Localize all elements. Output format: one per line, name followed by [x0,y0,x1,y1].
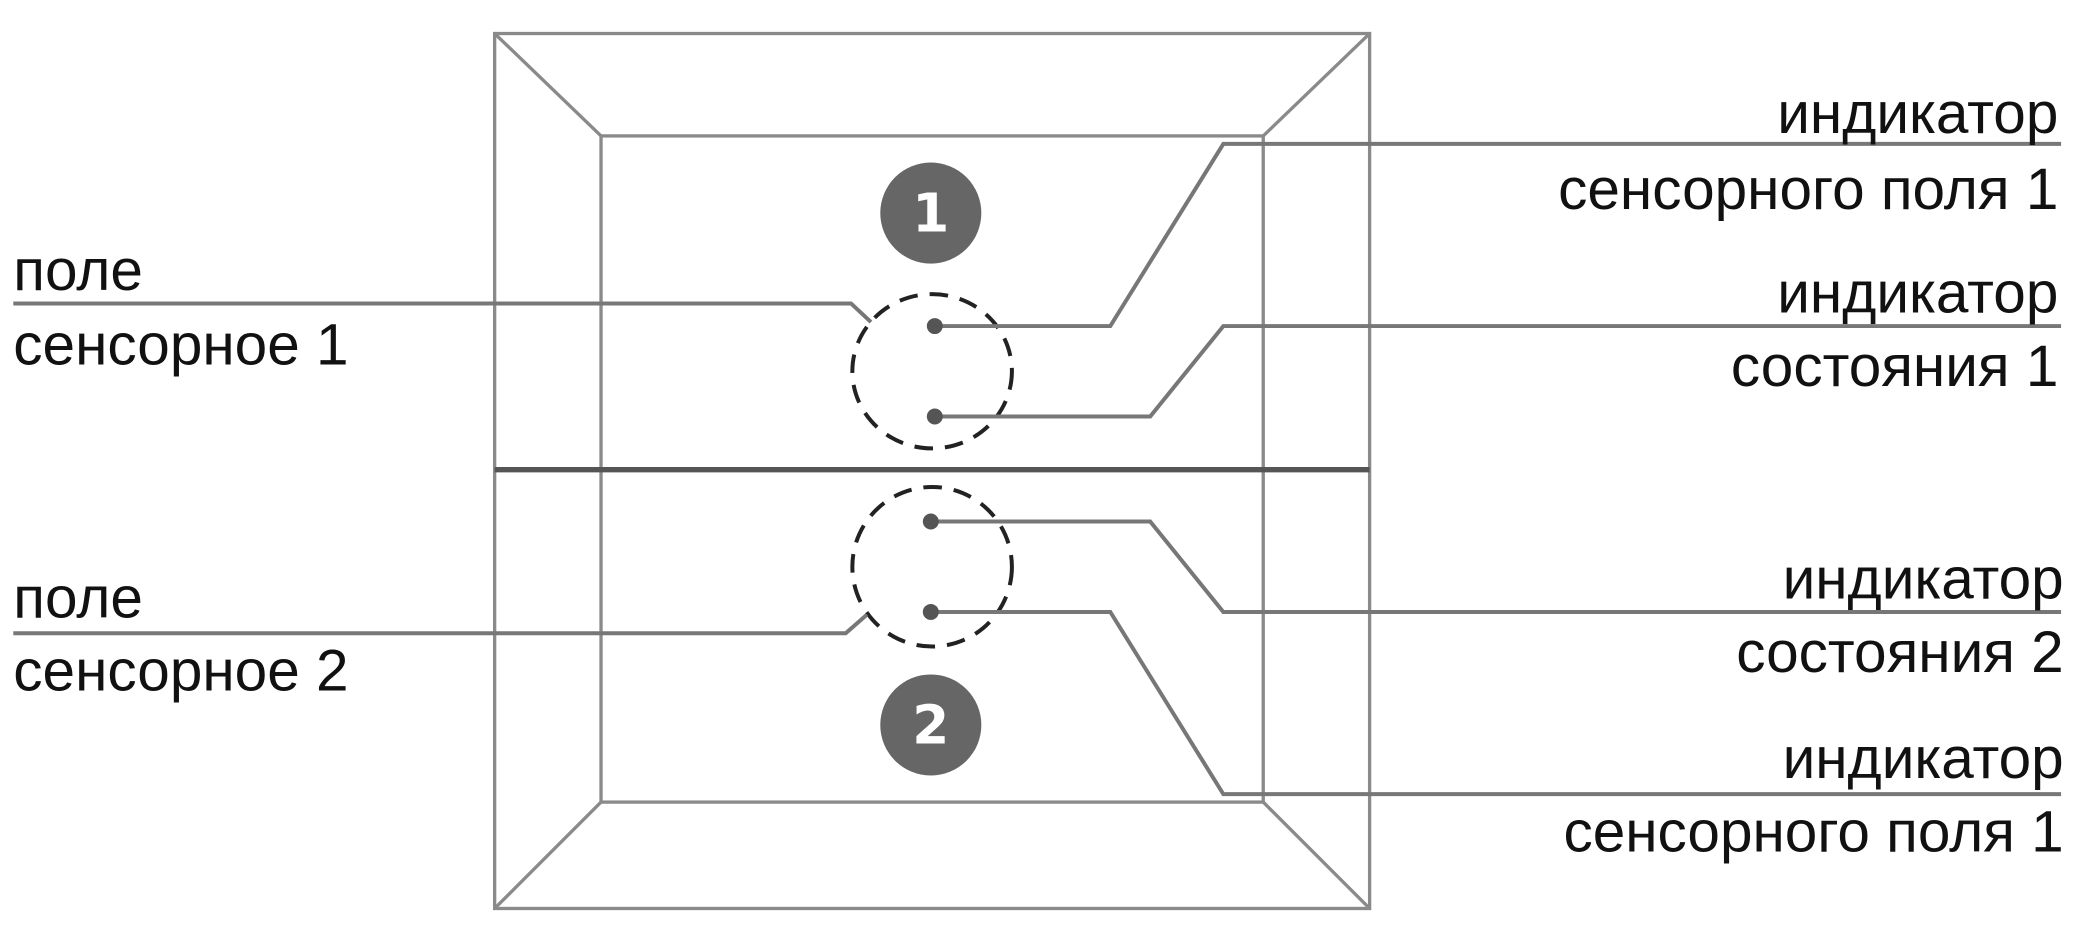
bevel-line [493,800,603,910]
badge-1: 1 [880,162,982,264]
indicator-label: состояния 1 [1731,334,2059,399]
indicator-dot [926,318,943,335]
leader-line [934,324,2062,419]
badge-circle [880,162,982,264]
indicator-dot [922,513,939,530]
touch-field-1-label: сенсорное 1 [13,313,348,378]
touch-field-2-outline [850,484,1014,649]
badge-number: 2 [912,695,949,757]
indicator-label: индикатор [1777,81,2058,146]
indicator-label: сенсорного поля 1 [1558,157,2058,222]
touch-field-1-outline [850,292,1014,451]
switch-frame [492,31,1372,911]
touch-field-2-label: сенсорное 2 [13,638,348,703]
touch-field-1-label: поле [13,238,143,303]
touch-field-2-label: поле [13,565,143,630]
indicator-label: сенсорного поля 1 [1563,799,2063,864]
left-labels: поле сенсорное 1 поле сенсорное 2 [13,238,348,703]
leader-line [930,609,2062,797]
badge-number: 1 [912,183,949,245]
indicator-dot [926,408,943,425]
badge-2: 2 [880,674,982,776]
indicator-dot [922,603,939,620]
badge-circle [880,674,982,776]
indicator-label: индикатор [1777,261,2058,326]
right-labels: индикатор сенсорного поля 1 индикатор со… [1558,81,2064,864]
leader-line [930,519,2062,614]
indicator-label: состояния 2 [1736,620,2064,685]
indicator-label: индикатор [1783,726,2064,791]
bevel-line [493,32,603,138]
leader-line [13,301,873,324]
bevel-line [1262,32,1371,138]
bevel-line [1262,800,1371,910]
indicator-label: индикатор [1783,547,2064,612]
leader-line [934,141,2062,329]
leader-line [13,613,869,636]
leader-lines [13,141,2062,797]
